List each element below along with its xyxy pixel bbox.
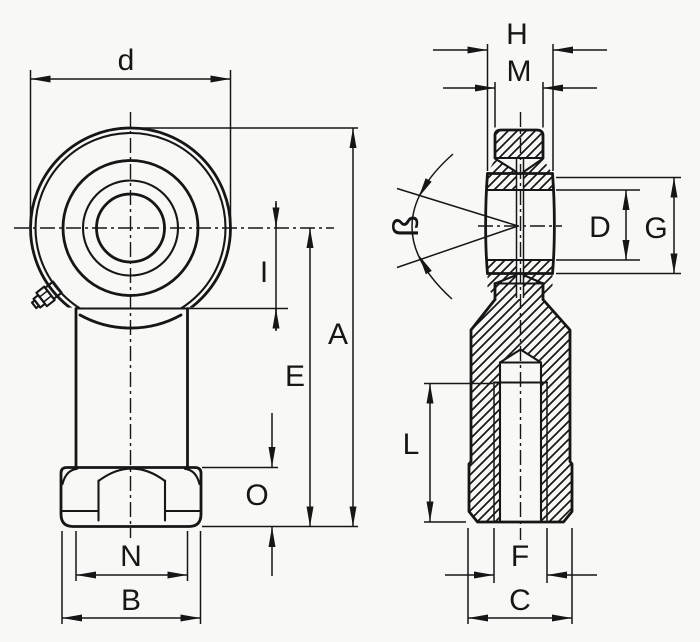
- dim-label-d: d: [118, 44, 135, 77]
- front-view: d A E I O N: [14, 44, 358, 624]
- dimension-L: L: [403, 382, 493, 523]
- dimension-A: A: [132, 127, 358, 527]
- dimension-N: N: [75, 531, 189, 581]
- grease-fitting: [30, 280, 63, 310]
- hex-nut-front: [59, 466, 203, 528]
- dimension-beta: ß: [385, 153, 519, 300]
- dim-label-I: I: [260, 256, 268, 289]
- upper-seat-chamfers: [493, 157, 545, 174]
- dimension-B: B: [61, 531, 202, 624]
- side-section-view: ß H M G D L: [385, 18, 681, 624]
- dimension-O: O: [202, 413, 358, 576]
- lube-slot-lines: [515, 159, 525, 298]
- dimension-F: F: [445, 528, 597, 583]
- dim-label-E: E: [285, 360, 305, 393]
- dimension-G: G: [556, 176, 681, 275]
- dim-label-F: F: [511, 540, 529, 573]
- dim-label-A: A: [328, 318, 348, 351]
- upper-lug-outline: [493, 128, 545, 160]
- dim-label-N: N: [120, 540, 142, 573]
- dimension-C: C: [467, 528, 573, 624]
- dim-label-D: D: [589, 211, 611, 244]
- dim-label-H: H: [506, 18, 528, 51]
- dimension-H: H: [433, 18, 607, 171]
- dim-label-O: O: [245, 479, 268, 512]
- dim-label-M: M: [507, 55, 532, 88]
- threaded-bore: [492, 348, 549, 524]
- dimension-E: E: [285, 228, 314, 527]
- dimension-d: d: [29, 44, 232, 225]
- shank-front: [74, 307, 189, 469]
- dim-label-beta: ß: [385, 215, 426, 237]
- lower-lug-sides: [493, 282, 545, 301]
- dimension-D: D: [556, 189, 640, 261]
- lower-seat-chamfers: [493, 273, 545, 285]
- dim-label-B: B: [121, 584, 141, 617]
- dimension-M: M: [443, 55, 597, 128]
- dim-label-L: L: [403, 428, 420, 461]
- dimension-I: I: [260, 201, 280, 331]
- dim-label-C: C: [509, 584, 531, 617]
- dim-label-G: G: [644, 212, 667, 245]
